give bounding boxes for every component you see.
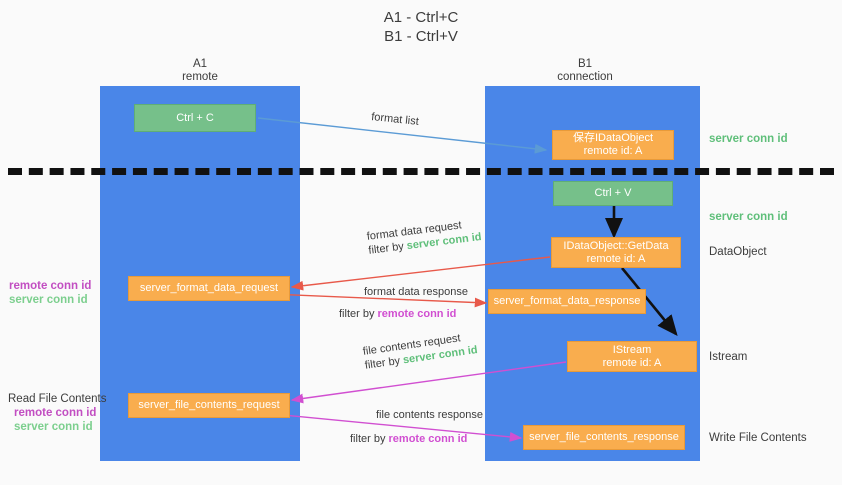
right-label-istream: Istream <box>709 351 748 363</box>
node-ctrl-v-label: Ctrl + V <box>594 187 632 199</box>
title-line-2: B1 - Ctrl+V <box>384 28 458 45</box>
lane-header-b1: B1 connection <box>485 58 685 84</box>
left-label-server-conn-id-1: server conn id <box>9 294 88 306</box>
node-getdata-line2: remote id: A <box>586 252 646 265</box>
lane-header-a1: A1 remote <box>100 58 300 84</box>
left-label-remote-conn-id-1: remote conn id <box>9 280 92 292</box>
node-server-file-contents-request[interactable]: server_file_contents_request <box>128 393 290 418</box>
right-label-server-conn-id-1: server conn id <box>709 133 788 145</box>
node-server-file-contents-response[interactable]: server_file_contents_response <box>523 425 685 450</box>
arrow-label-format-data-response: format data response filter by remote co… <box>339 285 468 321</box>
node-server-format-data-response[interactable]: server_format_data_response <box>488 289 646 314</box>
arrow-label-file-contents-response-filter: filter by remote conn id <box>350 433 468 445</box>
node-idataobject-line2: remote id: A <box>583 145 643 157</box>
node-ctrl-c-label: Ctrl + C <box>176 111 214 124</box>
left-label-read-file-contents: Read File Contents <box>8 393 107 405</box>
node-getdata-line1: IDataObject::GetData <box>563 239 669 252</box>
right-label-server-conn-id-2: server conn id <box>709 211 788 223</box>
lane-header-b1-name: B1 <box>577 58 593 70</box>
arrow-label-format-data-request: format data request filter by server con… <box>366 216 482 258</box>
left-label-conn-ids-1: remote conn id server conn id <box>9 279 91 307</box>
node-idataobject-getdata[interactable]: IDataObject::GetData remote id: A <box>551 237 681 268</box>
node-file-resp-label: server_file_contents_response <box>529 431 679 443</box>
node-fmt-resp-label: server_format_data_response <box>493 295 641 307</box>
node-idataobject-line1: 保存IDataObject <box>572 132 654 144</box>
lane-header-a1-sub: remote <box>182 71 218 83</box>
arrow-label-file-contents-response-title: file contents response <box>376 409 484 421</box>
arrow-label-format-list: format list <box>370 110 420 128</box>
title-line-1: A1 - Ctrl+C <box>383 9 459 26</box>
arrow-label-file-contents-response: file contents response filter by remote … <box>350 408 484 446</box>
node-istream-line2: remote id: A <box>602 356 662 369</box>
arrow-label-file-contents-request: file contents request filter by server c… <box>362 329 479 373</box>
node-fmt-req-label: server_format_data_request <box>139 282 279 294</box>
lane-header-b1-sub: connection <box>557 71 613 83</box>
left-label-read-file-contents-group: Read File Contents remote conn id server… <box>8 392 106 434</box>
node-ctrl-v[interactable]: Ctrl + V <box>553 181 673 206</box>
node-idataobject[interactable]: 保存IDataObject remote id: A <box>552 130 674 160</box>
node-istream-line1: IStream <box>612 343 652 356</box>
page-title: A1 - Ctrl+C B1 - Ctrl+V <box>0 8 842 46</box>
arrow-label-format-data-response-title: format data response <box>364 286 468 298</box>
node-istream[interactable]: IStream remote id: A <box>567 341 697 372</box>
right-label-dataobject: DataObject <box>709 246 767 258</box>
left-label-server-conn-id-2: server conn id <box>14 421 93 433</box>
lane-header-a1-name: A1 <box>192 58 208 70</box>
node-server-format-data-request[interactable]: server_format_data_request <box>128 276 290 301</box>
node-ctrl-c[interactable]: Ctrl + C <box>134 104 256 132</box>
arrow-label-format-data-response-filter: filter by remote conn id <box>339 308 457 320</box>
dashed-divider <box>8 168 834 175</box>
left-label-remote-conn-id-2: remote conn id <box>14 407 97 419</box>
right-label-write-file-contents: Write File Contents <box>709 432 807 444</box>
node-file-req-label: server_file_contents_request <box>138 399 280 411</box>
